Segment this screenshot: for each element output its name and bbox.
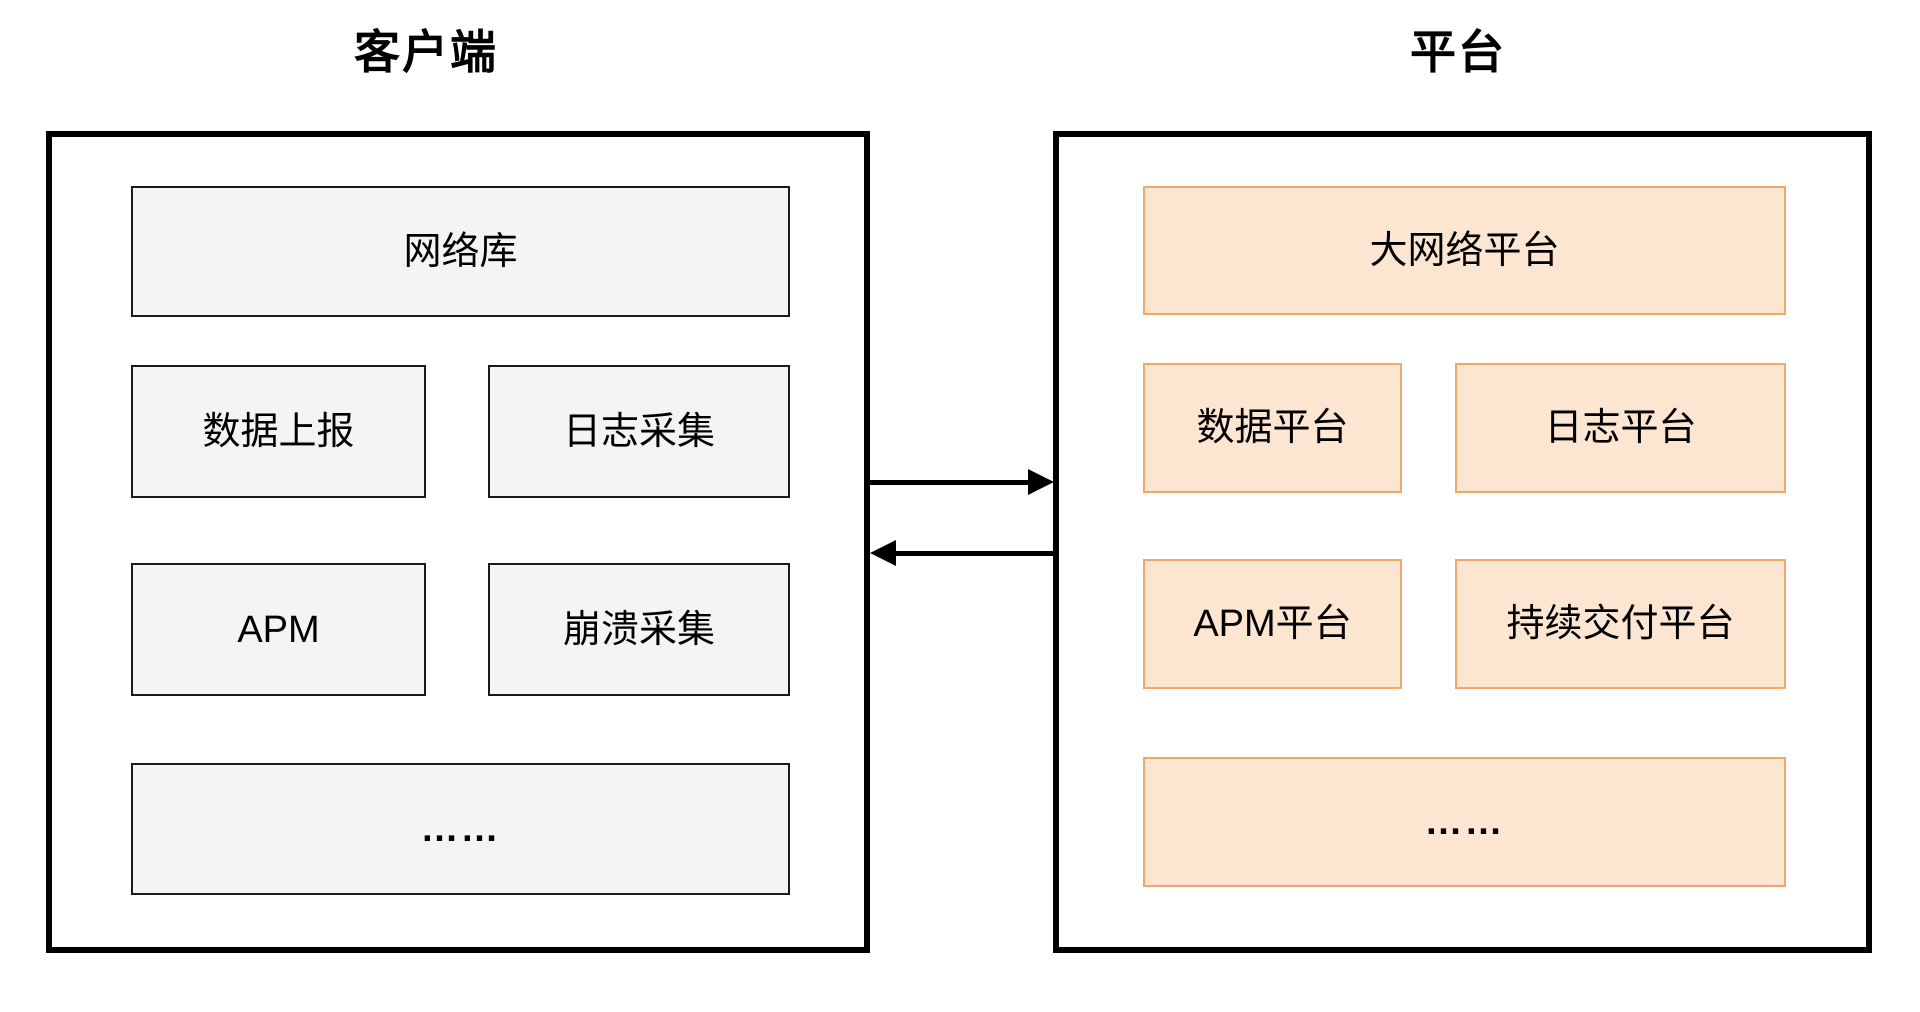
node-label: 持续交付平台	[1506, 603, 1735, 645]
node-platform-ellipsis: ……	[1143, 757, 1786, 887]
client-container: 网络库 数据上报 日志采集 APM 崩溃采集 ……	[46, 131, 870, 953]
node-apm-platform: APM平台	[1143, 559, 1402, 689]
node-log-platform: 日志平台	[1455, 363, 1786, 493]
node-label: 数据上报	[202, 410, 355, 453]
node-log-collection: 日志采集	[488, 365, 790, 498]
arrow-shaft	[870, 480, 1030, 485]
node-label: 日志平台	[1544, 407, 1697, 449]
node-label: 崩溃采集	[562, 608, 715, 651]
node-apm: APM	[131, 563, 426, 696]
node-client-ellipsis: ……	[131, 763, 790, 895]
node-label: 大网络平台	[1369, 229, 1560, 272]
platform-group-title: 平台	[1410, 26, 1506, 78]
node-label: 日志采集	[562, 410, 715, 453]
node-label: 数据平台	[1196, 407, 1349, 449]
client-group-title: 客户端	[354, 26, 498, 78]
platform-container: 大网络平台 数据平台 日志平台 APM平台 持续交付平台 ……	[1053, 131, 1872, 953]
node-continuous-delivery-platform: 持续交付平台	[1455, 559, 1786, 689]
node-label: APM	[237, 608, 320, 651]
node-label: ……	[1424, 801, 1505, 843]
node-network-library: 网络库	[131, 186, 790, 317]
arrow-right-icon	[1028, 469, 1054, 495]
node-big-network-platform: 大网络平台	[1143, 186, 1786, 315]
node-label: 网络库	[403, 230, 518, 273]
node-crash-collection: 崩溃采集	[488, 563, 790, 696]
node-data-report: 数据上报	[131, 365, 426, 498]
node-data-platform: 数据平台	[1143, 363, 1402, 493]
arrow-left-icon	[870, 540, 896, 566]
node-label: APM平台	[1193, 603, 1352, 645]
node-label: ……	[420, 808, 501, 850]
arrow-shaft	[894, 551, 1055, 556]
